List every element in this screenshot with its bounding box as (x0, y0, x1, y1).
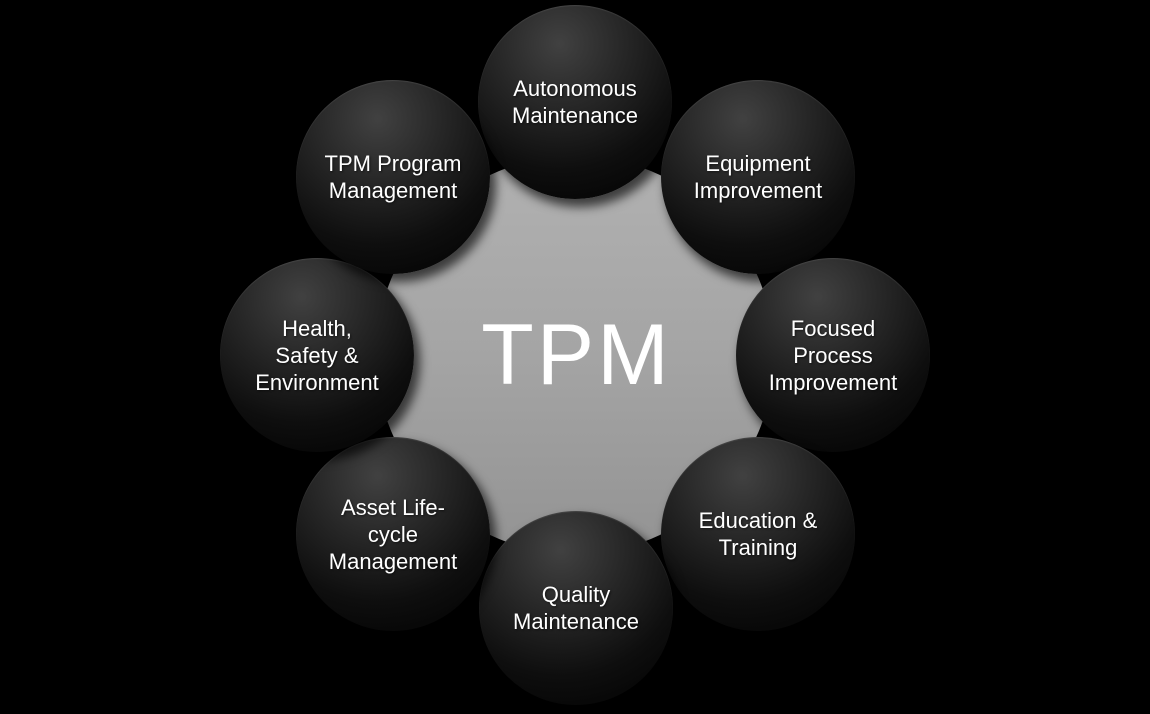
node-autonomous-maintenance: Autonomous Maintenance (478, 5, 672, 199)
node-label-health-safety-environment: Health, Safety & Environment (255, 315, 379, 395)
node-equipment-improvement: Equipment Improvement (661, 80, 855, 274)
node-focused-process-improvement: Focused Process Improvement (736, 258, 930, 452)
node-label-autonomous-maintenance: Autonomous Maintenance (512, 76, 638, 128)
hub-label: TPM (481, 307, 672, 403)
node-quality-maintenance: Quality Maintenance (479, 511, 673, 705)
node-label-asset-lifecycle-management: Asset Life- cycle Management (328, 494, 458, 574)
node-asset-lifecycle-management: Asset Life- cycle Management (296, 437, 490, 631)
node-label-quality-maintenance: Quality Maintenance (513, 582, 639, 634)
node-label-focused-process-improvement: Focused Process Improvement (768, 315, 898, 395)
node-label-tpm-program-management: TPM Program Management (324, 151, 462, 203)
node-label-equipment-improvement: Equipment Improvement (693, 151, 823, 203)
node-tpm-program-management: TPM Program Management (296, 80, 490, 274)
node-health-safety-environment: Health, Safety & Environment (220, 258, 414, 452)
node-education-training: Education & Training (661, 437, 855, 631)
node-label-education-training: Education & Training (698, 508, 818, 560)
